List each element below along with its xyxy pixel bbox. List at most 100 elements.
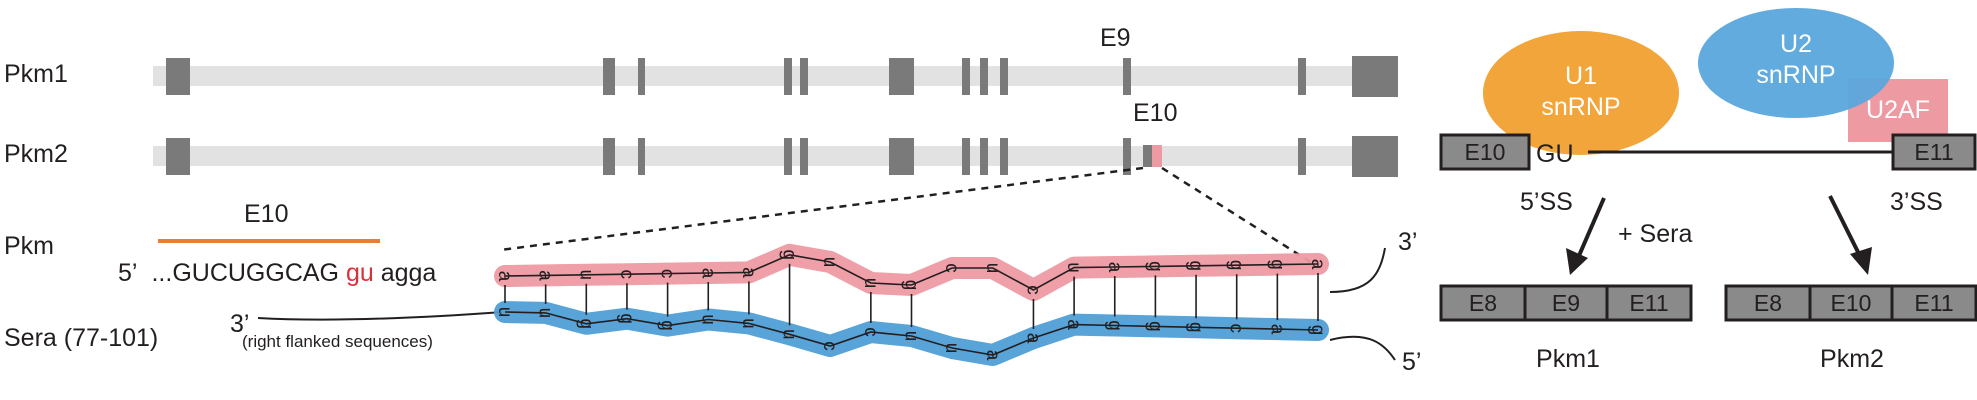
five-prime-right: 5’ [1402, 348, 1421, 376]
u1-snrnp [1483, 31, 1679, 155]
exons1-block [980, 58, 988, 95]
e10-label: E10 [1133, 99, 1177, 127]
pkm-nucleotide: u [1063, 262, 1084, 273]
pkm1-product-label: Pkm1 [1536, 345, 1600, 373]
exons2-block [1352, 136, 1398, 177]
gene-structure: Pkm1 Pkm2 E9 E10 [4, 24, 1398, 270]
pkm2-product-exon-box [1890, 284, 1977, 322]
pkm-nucleotide: c [616, 269, 637, 279]
flank-note: (right flanked sequences) [242, 332, 433, 351]
e11-box-label: E11 [1914, 139, 1953, 165]
pkm-nucleotide: a [1104, 262, 1125, 273]
sera-nucleotide: g [1185, 322, 1206, 333]
u2-label-line1: U2 [1780, 30, 1812, 58]
e10-seq-label: E10 [244, 200, 288, 228]
exons1-block [800, 58, 808, 95]
pkm2-row-label: Pkm2 [4, 140, 68, 168]
pkm-nucleotide: c [941, 263, 962, 273]
e10-box [1439, 133, 1531, 171]
e11-box [1891, 133, 1977, 171]
sequence-pairing: E10 Pkm Sera (77-101) 5’ ...GUCUGGCAG gu… [4, 200, 1421, 376]
pkm-nucleotide: u [819, 257, 840, 268]
intron-gu: gu [346, 259, 374, 287]
pkm2-product-exon-label: E10 [1831, 290, 1872, 316]
u2-snrnp [1698, 8, 1894, 118]
sera-nucleotide: u [779, 329, 800, 340]
pkm2-product: E8 E10 E11 [1724, 284, 1977, 322]
pkm-nucleotide: u [860, 278, 881, 289]
exons1-block [784, 58, 792, 95]
exons1-block [1298, 58, 1306, 95]
sera-nucleotide: g [575, 319, 596, 330]
pkm-nucleotide: a [1307, 259, 1328, 270]
pkm-nucleotide: a [738, 267, 759, 278]
splicing-model: U1 snRNP U2 snRNP U2AF E10 GU E11 5’SS 3… [1439, 8, 1977, 373]
intron-rest: agga [381, 259, 437, 287]
pkm1-product-exon-label: E9 [1552, 290, 1580, 316]
pkm1-row-label: Pkm1 [4, 60, 68, 88]
sera-nucleotide: g [1307, 325, 1328, 336]
five-prime-left: 5’ [118, 259, 137, 287]
pkm2-transcript-bar [153, 146, 1398, 166]
exons1-block [603, 58, 615, 95]
sera-plus-label: + Sera [1618, 220, 1692, 248]
pkm-nucleotide: u [982, 263, 1003, 274]
sera-nucleotide: a [1266, 324, 1287, 335]
sera-nucleotide: u [901, 331, 922, 342]
sera-nucleotide: a [1022, 333, 1043, 344]
sera-flank-line [257, 311, 504, 321]
three-prime-right: 3’ [1398, 228, 1417, 256]
exons2-block [962, 138, 970, 175]
pkm2-product-exon-box [1724, 284, 1812, 322]
pkm-sequence: 5’ ...GUCUGGCAG gu agga [118, 259, 436, 287]
pkm2-product-exon-label: E8 [1754, 290, 1782, 316]
sera-nucleotide: g [1144, 321, 1165, 332]
sera-nucleotide: u [535, 308, 556, 319]
pkm2-e10-exon [1143, 145, 1152, 167]
sera-label: Sera (77-101) [4, 324, 158, 352]
pkm-nucleotide: a [697, 268, 718, 279]
arrow-to-pkm1-head [1566, 248, 1588, 275]
top-strand-tail [1329, 247, 1386, 293]
exons2-block [603, 138, 615, 175]
sera-strand-backbone [504, 311, 1319, 356]
pkm1-product-exon-label: E8 [1469, 290, 1497, 316]
pkm-nucleotide: g [1266, 259, 1287, 270]
pkm-nucleotide: u [575, 270, 596, 281]
sera-nucleotide: u [738, 318, 759, 329]
pkm2-product-label: Pkm2 [1820, 345, 1884, 373]
pkm-nucleotide: g [779, 250, 800, 261]
pkm-nucleotide: a [494, 271, 515, 282]
zoom-line-right [1161, 166, 1321, 270]
pkm2-e10-intron-highlight [1152, 145, 1162, 167]
pkm1-exons [166, 56, 1398, 97]
exons1-block [962, 58, 970, 95]
pkm2-product-exon-label: E11 [1914, 290, 1953, 316]
five-prime-ss-label: 5’SS [1520, 188, 1573, 216]
arrow-to-pkm2-shaft [1828, 195, 1862, 257]
pkm-nucleotide: g [901, 280, 922, 291]
exons2-block [889, 138, 914, 175]
exons2-block [784, 138, 792, 175]
exons2-block [980, 138, 988, 175]
exons1-block [638, 58, 645, 95]
exons2-block [1123, 138, 1131, 175]
sera-nucleotide: g [616, 313, 637, 324]
exon-sequence: ...GUCUGGCAG [151, 259, 339, 287]
sera-nucleotide: u [941, 343, 962, 354]
e10-box-label: E10 [1465, 139, 1506, 165]
pkm2-exons [166, 136, 1398, 177]
sera-nucleotide: c [1226, 323, 1247, 333]
u1-label-line2: snRNP [1541, 93, 1620, 121]
sera-nucleotide: g [1104, 320, 1125, 331]
pkm-nucleotide: c [657, 269, 678, 279]
exons1-block [1352, 56, 1398, 97]
pkm-strand-backbone [504, 253, 1319, 291]
three-prime-ss-label: 3’SS [1890, 188, 1943, 216]
sera-nucleotide: a [1063, 319, 1084, 330]
sera-nucleotide: c [860, 327, 881, 337]
exons1-block [1000, 58, 1008, 95]
